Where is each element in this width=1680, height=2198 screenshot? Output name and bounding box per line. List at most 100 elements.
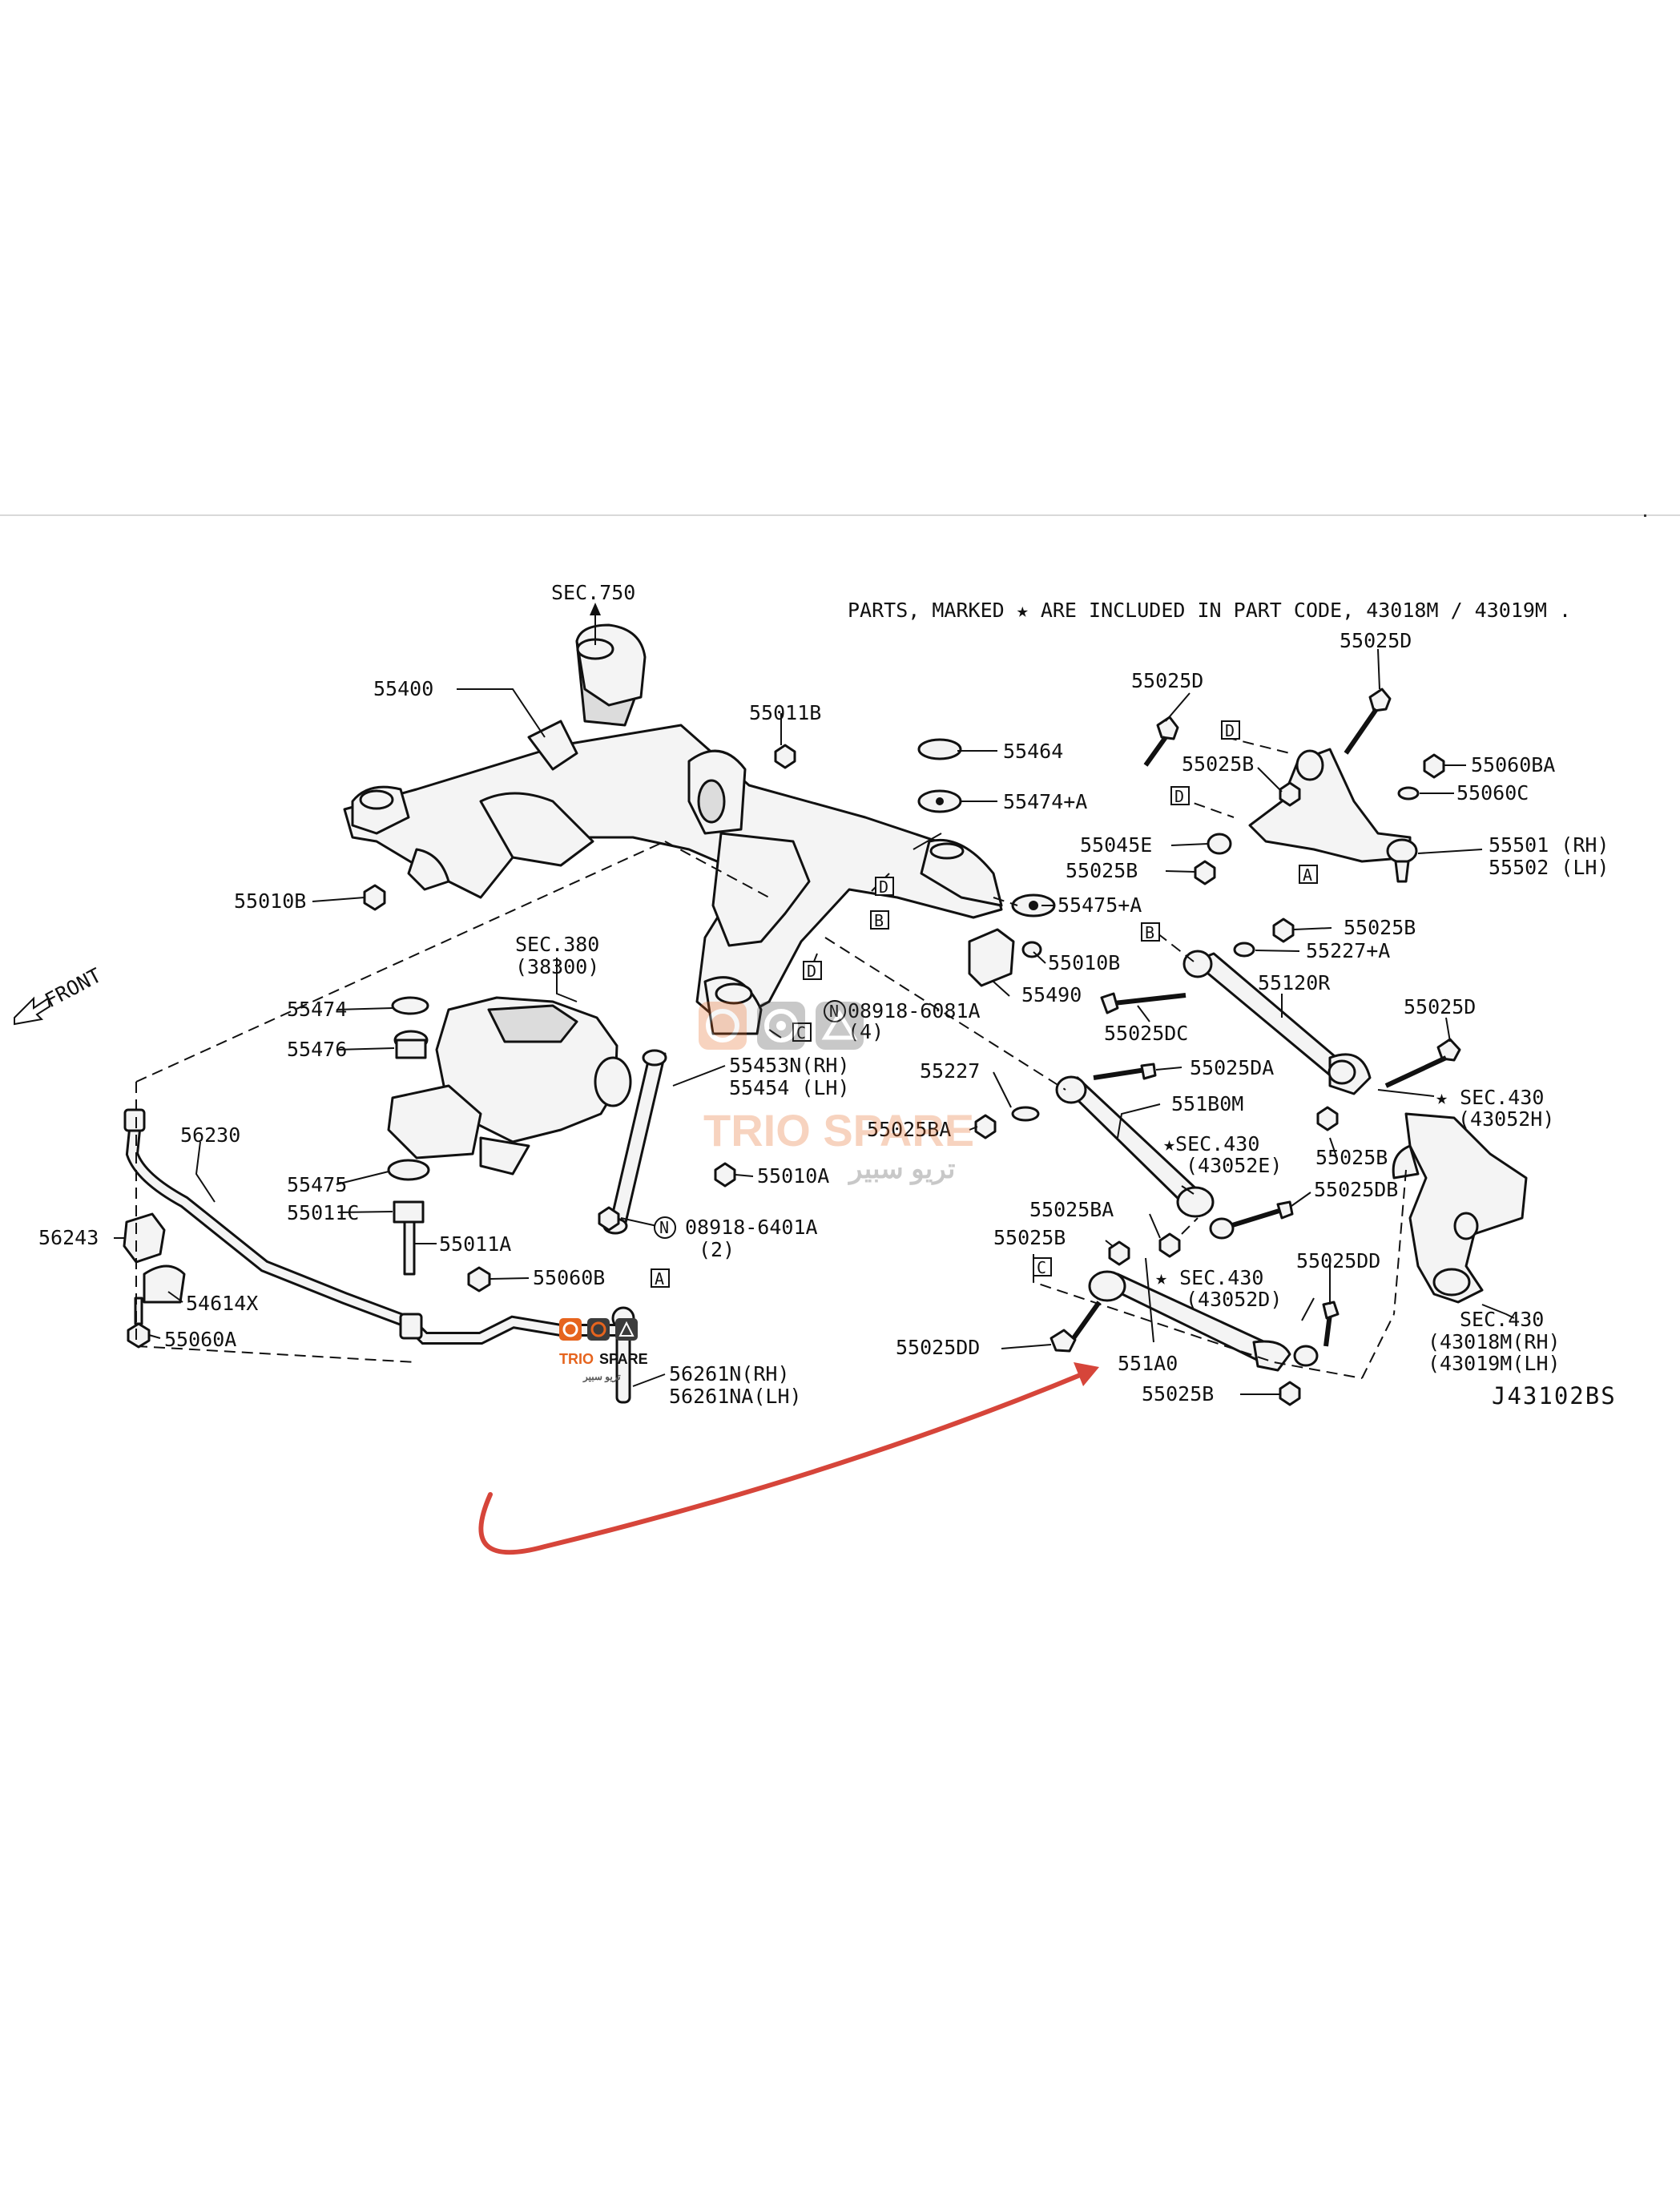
dashed-guide-lines [135, 736, 1407, 1379]
svg-text:A: A [1303, 865, 1312, 885]
diagram-code: J43102BS [1492, 1382, 1617, 1410]
ref-box-b-mid: B [870, 910, 889, 930]
label-55011a: 55011A [439, 1232, 511, 1256]
label-sec430-k-lh: (43019M(LH) [1428, 1352, 1561, 1375]
ref-box-d-arm1: D [1221, 720, 1240, 740]
label-55060a: 55060A [164, 1328, 236, 1351]
svg-text:D: D [807, 962, 816, 981]
label-55227a: 55227+A [1306, 939, 1390, 962]
svg-text:SPARE: SPARE [599, 1351, 648, 1367]
bolt-55025d-left [1143, 716, 1179, 767]
trio-spare-small-logo: TRIO SPARE تريو سبير [559, 1318, 648, 1383]
nut-55060ba [1423, 753, 1445, 779]
diff-mount-parts [387, 996, 430, 1276]
label-55025dd-r: 55025DD [1296, 1249, 1380, 1272]
label-55453n: 55453N(RH) [729, 1054, 850, 1077]
bolt-55025d-top [1344, 688, 1392, 755]
nut-55025ba-mid [974, 1114, 997, 1139]
label-55011b: 55011B [749, 701, 821, 724]
label-55025b-r2: 55025B [1315, 1146, 1388, 1169]
svg-text:D: D [1225, 721, 1235, 740]
label-56243: 56243 [38, 1226, 99, 1249]
label-55010b-right: 55010B [1048, 951, 1120, 974]
nut-55025b-bottom [1279, 1381, 1301, 1406]
nut-icon-55011b [774, 744, 796, 769]
svg-text:TRIO SPARE: TRIO SPARE [703, 1105, 974, 1155]
bolt-55060a [127, 1297, 151, 1349]
label-55025b-arm: 55025B [1182, 752, 1254, 776]
svg-text:B: B [1145, 923, 1154, 942]
upper-arm-part [1248, 748, 1418, 883]
svg-text:C: C [796, 1023, 806, 1043]
label-55025d-r: 55025D [1404, 995, 1476, 1018]
nut-icon-n6401a [598, 1206, 620, 1232]
label-55025dc: 55025DC [1104, 1022, 1188, 1045]
washer-55227a [1233, 942, 1255, 958]
knuckle-part [1392, 1112, 1528, 1304]
label-56230: 56230 [180, 1123, 240, 1147]
label-56261na: 56261NA(LH) [669, 1385, 802, 1408]
label-55025d-top: 55025D [1340, 629, 1412, 652]
label-55501: 55501 (RH) [1489, 833, 1609, 857]
svg-text:تريو سبير: تريو سبير [848, 1154, 955, 1185]
svg-text:TRIO: TRIO [559, 1351, 594, 1367]
label-55060c: 55060C [1456, 781, 1529, 805]
nut-icon-55010b-left [363, 884, 386, 911]
nut-55025ba-low [1158, 1232, 1181, 1258]
bushing-55045e [1207, 833, 1232, 855]
label-55025b-r1: 55025B [1344, 916, 1416, 939]
label-55025db: 55025DB [1314, 1178, 1398, 1201]
bolt-55025dc [1100, 992, 1186, 1014]
svg-text:A: A [655, 1269, 664, 1289]
label-54614x: 54614X [186, 1292, 258, 1315]
ref-box-c-mid: C [792, 1022, 812, 1043]
strut-part [602, 1049, 667, 1235]
link-551a0 [1088, 1270, 1291, 1372]
label-56261n: 56261N(RH) [669, 1362, 790, 1385]
stabilizer-bushing-56243 [123, 1212, 166, 1264]
label-55474a: 55474+A [1003, 790, 1087, 813]
label-55025ba-low: 55025BA [1029, 1198, 1114, 1221]
nut-55025b-arm [1279, 781, 1301, 807]
label-55475: 55475 [287, 1173, 347, 1196]
label-n08918-6081a: 08918-6081A [848, 999, 981, 1022]
svg-text:D: D [879, 877, 888, 897]
label-sec430-d: ★ SEC.430 [1155, 1266, 1263, 1289]
ref-box-b-right: B [1141, 922, 1160, 942]
label-55025dd-l: 55025DD [896, 1336, 980, 1359]
ref-box-d-arm2: D [1170, 786, 1190, 806]
washer-55060c [1397, 786, 1420, 801]
differential-part [387, 996, 632, 1176]
label-sec430-k: SEC.430 [1460, 1308, 1544, 1331]
nut-55025b-arm2 [1194, 860, 1216, 885]
ref-box-c-low: C [1033, 1257, 1052, 1277]
label-sec430-k-rh: (43018M(RH) [1428, 1330, 1561, 1353]
label-n08918-6081a-qty: (4) [848, 1020, 884, 1043]
label-55025b-low: 55025B [993, 1226, 1066, 1249]
label-55502: 55502 (LH) [1489, 856, 1609, 879]
label-55010a: 55010A [757, 1164, 829, 1188]
nut-55025b-r1 [1272, 918, 1295, 943]
label-n08918-6401a: 08918-6401A [685, 1216, 818, 1239]
trio-spare-logo-icon [699, 1002, 864, 1050]
mount-55490 [968, 928, 1015, 987]
bolt-55025db [1209, 1200, 1294, 1240]
trio-spare-watermark: TRIO SPARE تريو سبير [699, 1002, 974, 1185]
svg-text:D: D [1174, 787, 1184, 806]
svg-text:N: N [659, 1218, 669, 1237]
label-55025b-bottom: 55025B [1142, 1382, 1214, 1406]
n-marker-icon-6081a: N [824, 1000, 846, 1022]
front-label: FRONT [41, 963, 105, 1012]
bushing-icon-55475a [1011, 893, 1056, 958]
ref-box-a-top: A [1299, 865, 1318, 885]
label-551b0m: 551B0M [1171, 1092, 1243, 1115]
front-arrow-icon: FRONT [14, 963, 105, 1026]
nut-icon-55010a [714, 1162, 736, 1188]
label-sec430-d-sub: (43052D) [1186, 1288, 1282, 1311]
ref-box-a-bottom: A [651, 1268, 670, 1289]
svg-text:تريو سبير: تريو سبير [582, 1371, 621, 1383]
label-55120r: 55120R [1258, 971, 1331, 994]
bolt-55025dd-r [1293, 1301, 1340, 1367]
label-sec430-e: ★SEC.430 [1163, 1132, 1259, 1155]
